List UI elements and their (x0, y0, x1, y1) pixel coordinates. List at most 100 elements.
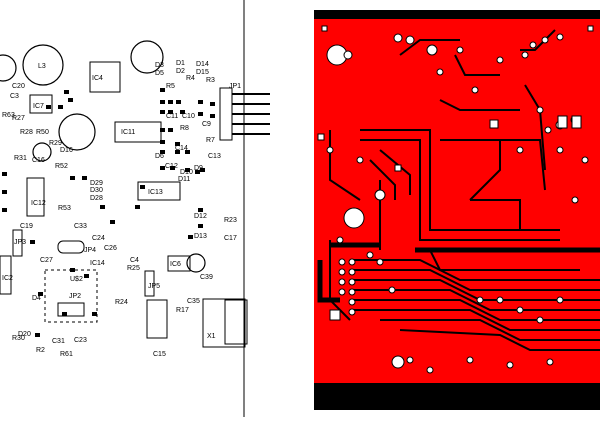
silkscreen-label: D6 (155, 153, 164, 160)
pad-hole (406, 356, 414, 364)
silkscreen-label: IC14 (90, 260, 105, 267)
smd-pad (188, 235, 193, 239)
silkscreen-label: C27 (40, 257, 53, 264)
square-pad (329, 309, 341, 321)
ic-outline (89, 61, 121, 93)
silkscreen-label: R4 (186, 75, 195, 82)
smd-pad (160, 88, 165, 92)
copper-trace (317, 260, 340, 303)
silkscreen-label: X1 (207, 333, 216, 340)
square-pad (394, 164, 402, 172)
smd-pad (35, 333, 40, 337)
silkscreen-label: R24 (115, 299, 128, 306)
pad-hole (466, 356, 474, 364)
smd-pad (70, 268, 75, 272)
smd-pad (70, 176, 75, 180)
pad-hole (376, 258, 384, 266)
silkscreen-label: IC4 (92, 75, 103, 82)
silkscreen-label: C24 (92, 235, 105, 242)
smd-pad (135, 205, 140, 209)
silkscreen-label: L3 (38, 63, 46, 70)
smd-pad (168, 110, 173, 114)
smd-pad (185, 150, 190, 154)
smd-pad (160, 110, 165, 114)
smd-pad (100, 205, 105, 209)
copper-trace (369, 159, 396, 200)
smd-pad (198, 224, 203, 228)
copper-trace (440, 139, 546, 191)
silkscreen-label: C35 (187, 298, 200, 305)
pad-hole (546, 358, 554, 366)
copper-trace (350, 269, 600, 291)
smd-pad (168, 128, 173, 132)
silkscreen-panel: L3C20C3R63IC7R27R50C16R28R31R29D16R52IC1… (0, 0, 270, 417)
smd-pad (46, 105, 51, 109)
copper-trace (360, 139, 560, 241)
silkscreen-label: C10 (182, 113, 195, 120)
pad-hole (506, 361, 514, 369)
silkscreen-label: R63 (2, 112, 15, 119)
pad-hole (388, 286, 396, 294)
pad-hole (374, 189, 386, 201)
smd-pad (2, 208, 7, 212)
pad-hole (471, 86, 479, 94)
silkscreen-label: R61 (60, 351, 73, 358)
square-pad (317, 133, 325, 141)
silkscreen-label: R2 (36, 347, 45, 354)
silkscreen-label: C33 (74, 223, 87, 230)
pad-hole (529, 41, 537, 49)
pad-hole (393, 33, 403, 43)
pad-hole (338, 258, 346, 266)
silkscreen-label: IC2 (2, 275, 13, 282)
smd-pad (175, 150, 180, 154)
smd-pad (38, 292, 43, 296)
silkscreen-label: D11 (178, 176, 190, 183)
copper-trace (350, 279, 600, 301)
smd-pad (198, 112, 203, 116)
pad-hole (338, 268, 346, 276)
smd-pad (210, 114, 215, 118)
smd-pad (198, 100, 203, 104)
smd-pad (160, 140, 165, 144)
board-top-strip (314, 10, 600, 19)
silkscreen-label: R53 (58, 205, 71, 212)
square-pad (587, 25, 594, 32)
copper-trace (380, 319, 600, 341)
pad-hole (436, 68, 444, 76)
silkscreen-label: C12 (165, 163, 178, 170)
silkscreen-label: R29 (49, 140, 62, 147)
silkscreen-label: C31 (52, 338, 65, 345)
silkscreen-label: IC6 (170, 261, 181, 268)
smd-pad (84, 274, 89, 278)
silkscreen-label: D4 (32, 295, 41, 302)
pad-hole (516, 146, 524, 154)
jumper-outline (144, 270, 155, 297)
smd-pad (58, 105, 63, 109)
pad-hole (356, 156, 364, 164)
silkscreen-label: R17 (176, 307, 189, 314)
smd-pad (160, 150, 165, 154)
capacitor-outline (0, 54, 17, 82)
pad-hole (456, 46, 464, 54)
jumper-outline (57, 302, 85, 317)
silkscreen-label: R50 (36, 129, 49, 136)
copper-trace (350, 289, 600, 311)
silkscreen-label: IC13 (148, 189, 163, 196)
silkscreen-label: R27 (12, 115, 25, 122)
smd-pad (160, 100, 165, 104)
copper-trace (399, 329, 600, 351)
pad-hole (571, 196, 579, 204)
smd-pad (140, 185, 145, 189)
copper-trace (439, 99, 520, 111)
silkscreen-label: C3 (10, 93, 19, 100)
copper-trace (350, 309, 600, 331)
pad-hole (496, 56, 504, 64)
copper-trace (399, 39, 460, 56)
silkscreen-label: JP5 (148, 283, 160, 290)
jumper-outline (12, 229, 23, 257)
pad-hole (391, 355, 405, 369)
pad-hole (343, 207, 365, 229)
silkscreen-label: C19 (20, 223, 33, 230)
ic-outline (29, 94, 53, 114)
